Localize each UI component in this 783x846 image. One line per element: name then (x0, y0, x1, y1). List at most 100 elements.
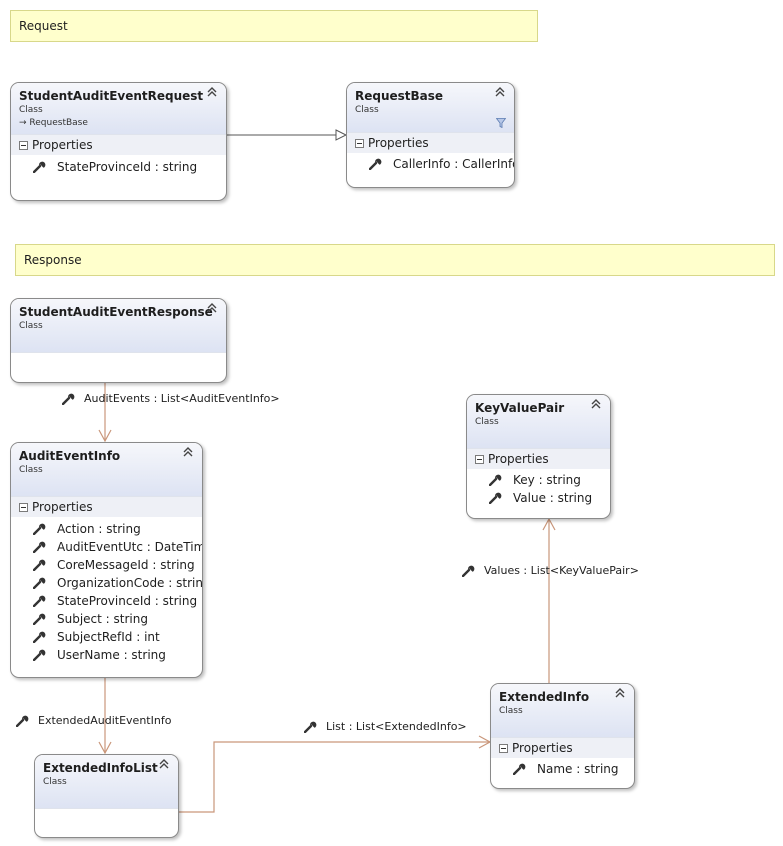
section-label: Properties (488, 452, 549, 466)
collapse-chevron-icon[interactable] (158, 758, 170, 770)
class-base-name: RequestBase (29, 118, 88, 128)
property-list: Action : string AuditEventUtc : DateTime… (11, 520, 202, 664)
properties-section-header[interactable]: Properties (11, 497, 202, 517)
class-header[interactable]: StudentAuditEventRequest Class → Request… (11, 83, 226, 135)
list-association-label[interactable]: List : List<ExtendedInfo> (304, 720, 467, 733)
collapse-section-icon[interactable] (19, 502, 28, 512)
property-row[interactable]: Subject : string (11, 610, 202, 628)
section-label: Properties (512, 741, 573, 755)
collapse-chevron-icon[interactable] (182, 446, 194, 458)
property-text: CoreMessageId : string (57, 558, 195, 572)
collapse-chevron-icon[interactable] (206, 302, 218, 314)
class-stereotype: Class (355, 105, 379, 115)
association-text: List : List<ExtendedInfo> (326, 720, 467, 733)
class-key-value-pair[interactable]: KeyValuePair Class Properties Key : stri… (466, 394, 611, 519)
properties-section-header[interactable]: Properties (11, 135, 226, 155)
property-text: CallerInfo : CallerInfo (393, 157, 515, 171)
wrench-icon (33, 523, 46, 535)
property-text: OrganizationCode : string (57, 576, 203, 590)
request-note[interactable]: Request (10, 10, 538, 42)
property-row[interactable]: CoreMessageId : string (11, 556, 202, 574)
wrench-icon (33, 595, 46, 607)
property-row[interactable]: AuditEventUtc : DateTime (11, 538, 202, 556)
wrench-icon (462, 565, 475, 577)
wrench-icon (33, 631, 46, 643)
class-header[interactable]: ExtendedInfoList Class (35, 755, 178, 809)
properties-section-header[interactable]: Properties (467, 449, 610, 469)
wrench-icon (33, 559, 46, 571)
property-text: Value : string (513, 491, 593, 505)
wrench-icon (33, 577, 46, 589)
property-text: StateProvinceId : string (57, 594, 198, 608)
wrench-icon (62, 393, 75, 405)
property-row[interactable]: CallerInfo : CallerInfo (347, 155, 514, 173)
class-header[interactable]: StudentAuditEventResponse Class (11, 299, 226, 353)
class-header[interactable]: ExtendedInfo Class (491, 684, 634, 738)
collapse-chevron-icon[interactable] (494, 86, 506, 98)
values-association-label[interactable]: Values : List<KeyValuePair> (462, 564, 639, 577)
collapse-section-icon[interactable] (499, 743, 508, 753)
wrench-icon (33, 649, 46, 661)
collapse-chevron-icon[interactable] (590, 398, 602, 410)
property-text: Action : string (57, 522, 141, 536)
wrench-icon (33, 613, 46, 625)
property-text: Subject : string (57, 612, 148, 626)
property-text: Key : string (513, 473, 581, 487)
property-text: SubjectRefId : int (57, 630, 160, 644)
class-student-audit-event-request[interactable]: StudentAuditEventRequest Class → Request… (10, 82, 227, 201)
class-stereotype: Class (19, 465, 43, 475)
properties-section-header[interactable]: Properties (347, 133, 514, 153)
property-row[interactable]: Key : string (467, 471, 610, 489)
class-header[interactable]: KeyValuePair Class (467, 395, 610, 449)
collapse-section-icon[interactable] (19, 140, 28, 150)
inheritance-connector[interactable] (227, 129, 348, 141)
collapse-section-icon[interactable] (355, 138, 364, 148)
extended-audit-event-info-association-label[interactable]: ExtendedAuditEventInfo (16, 714, 171, 727)
audit-events-connector[interactable] (98, 383, 112, 443)
response-note-text: Response (24, 253, 82, 267)
section-label: Properties (368, 136, 429, 150)
wrench-icon (489, 492, 502, 504)
property-row[interactable]: StateProvinceId : string (11, 592, 202, 610)
values-connector[interactable] (542, 517, 556, 683)
class-request-base[interactable]: RequestBase Class Properties CallerInfo … (346, 82, 515, 188)
property-row[interactable]: UserName : string (11, 646, 202, 664)
list-connector[interactable] (179, 735, 492, 813)
class-name: KeyValuePair (475, 401, 565, 415)
wrench-icon (33, 541, 46, 553)
extended-audit-event-info-connector[interactable] (98, 678, 112, 755)
property-text: StateProvinceId : string (57, 160, 198, 174)
association-text: ExtendedAuditEventInfo (38, 714, 172, 727)
wrench-icon (16, 715, 29, 727)
section-label: Properties (32, 138, 93, 152)
class-header[interactable]: AuditEventInfo Class (11, 443, 202, 497)
class-name: ExtendedInfoList (43, 761, 158, 775)
collapse-section-icon[interactable] (475, 454, 484, 464)
properties-section-header[interactable]: Properties (491, 738, 634, 758)
class-stereotype: Class (19, 321, 43, 331)
wrench-icon (33, 161, 46, 173)
class-header[interactable]: RequestBase Class (347, 83, 514, 133)
class-name: ExtendedInfo (499, 690, 590, 704)
collapse-chevron-icon[interactable] (614, 687, 626, 699)
property-row[interactable]: StateProvinceId : string (11, 158, 226, 176)
property-row[interactable]: SubjectRefId : int (11, 628, 202, 646)
property-row[interactable]: OrganizationCode : string (11, 574, 202, 592)
class-name: RequestBase (355, 89, 444, 103)
class-audit-event-info[interactable]: AuditEventInfo Class Properties Action :… (10, 442, 203, 678)
class-extended-info[interactable]: ExtendedInfo Class Properties Name : str… (490, 683, 635, 789)
property-row[interactable]: Name : string (491, 760, 634, 778)
request-note-text: Request (19, 19, 68, 33)
property-row[interactable]: Value : string (467, 489, 610, 507)
property-text: AuditEventUtc : DateTime (57, 540, 203, 554)
property-row[interactable]: Action : string (11, 520, 202, 538)
audit-events-association-label[interactable]: AuditEvents : List<AuditEventInfo> (62, 392, 280, 405)
filter-icon[interactable] (496, 118, 506, 128)
class-stereotype: Class (43, 777, 67, 787)
collapse-chevron-icon[interactable] (206, 86, 218, 98)
wrench-icon (513, 763, 526, 775)
class-extended-info-list[interactable]: ExtendedInfoList Class (34, 754, 179, 838)
class-stereotype: Class (475, 417, 499, 427)
class-student-audit-event-response[interactable]: StudentAuditEventResponse Class (10, 298, 227, 383)
response-note[interactable]: Response (15, 244, 775, 276)
